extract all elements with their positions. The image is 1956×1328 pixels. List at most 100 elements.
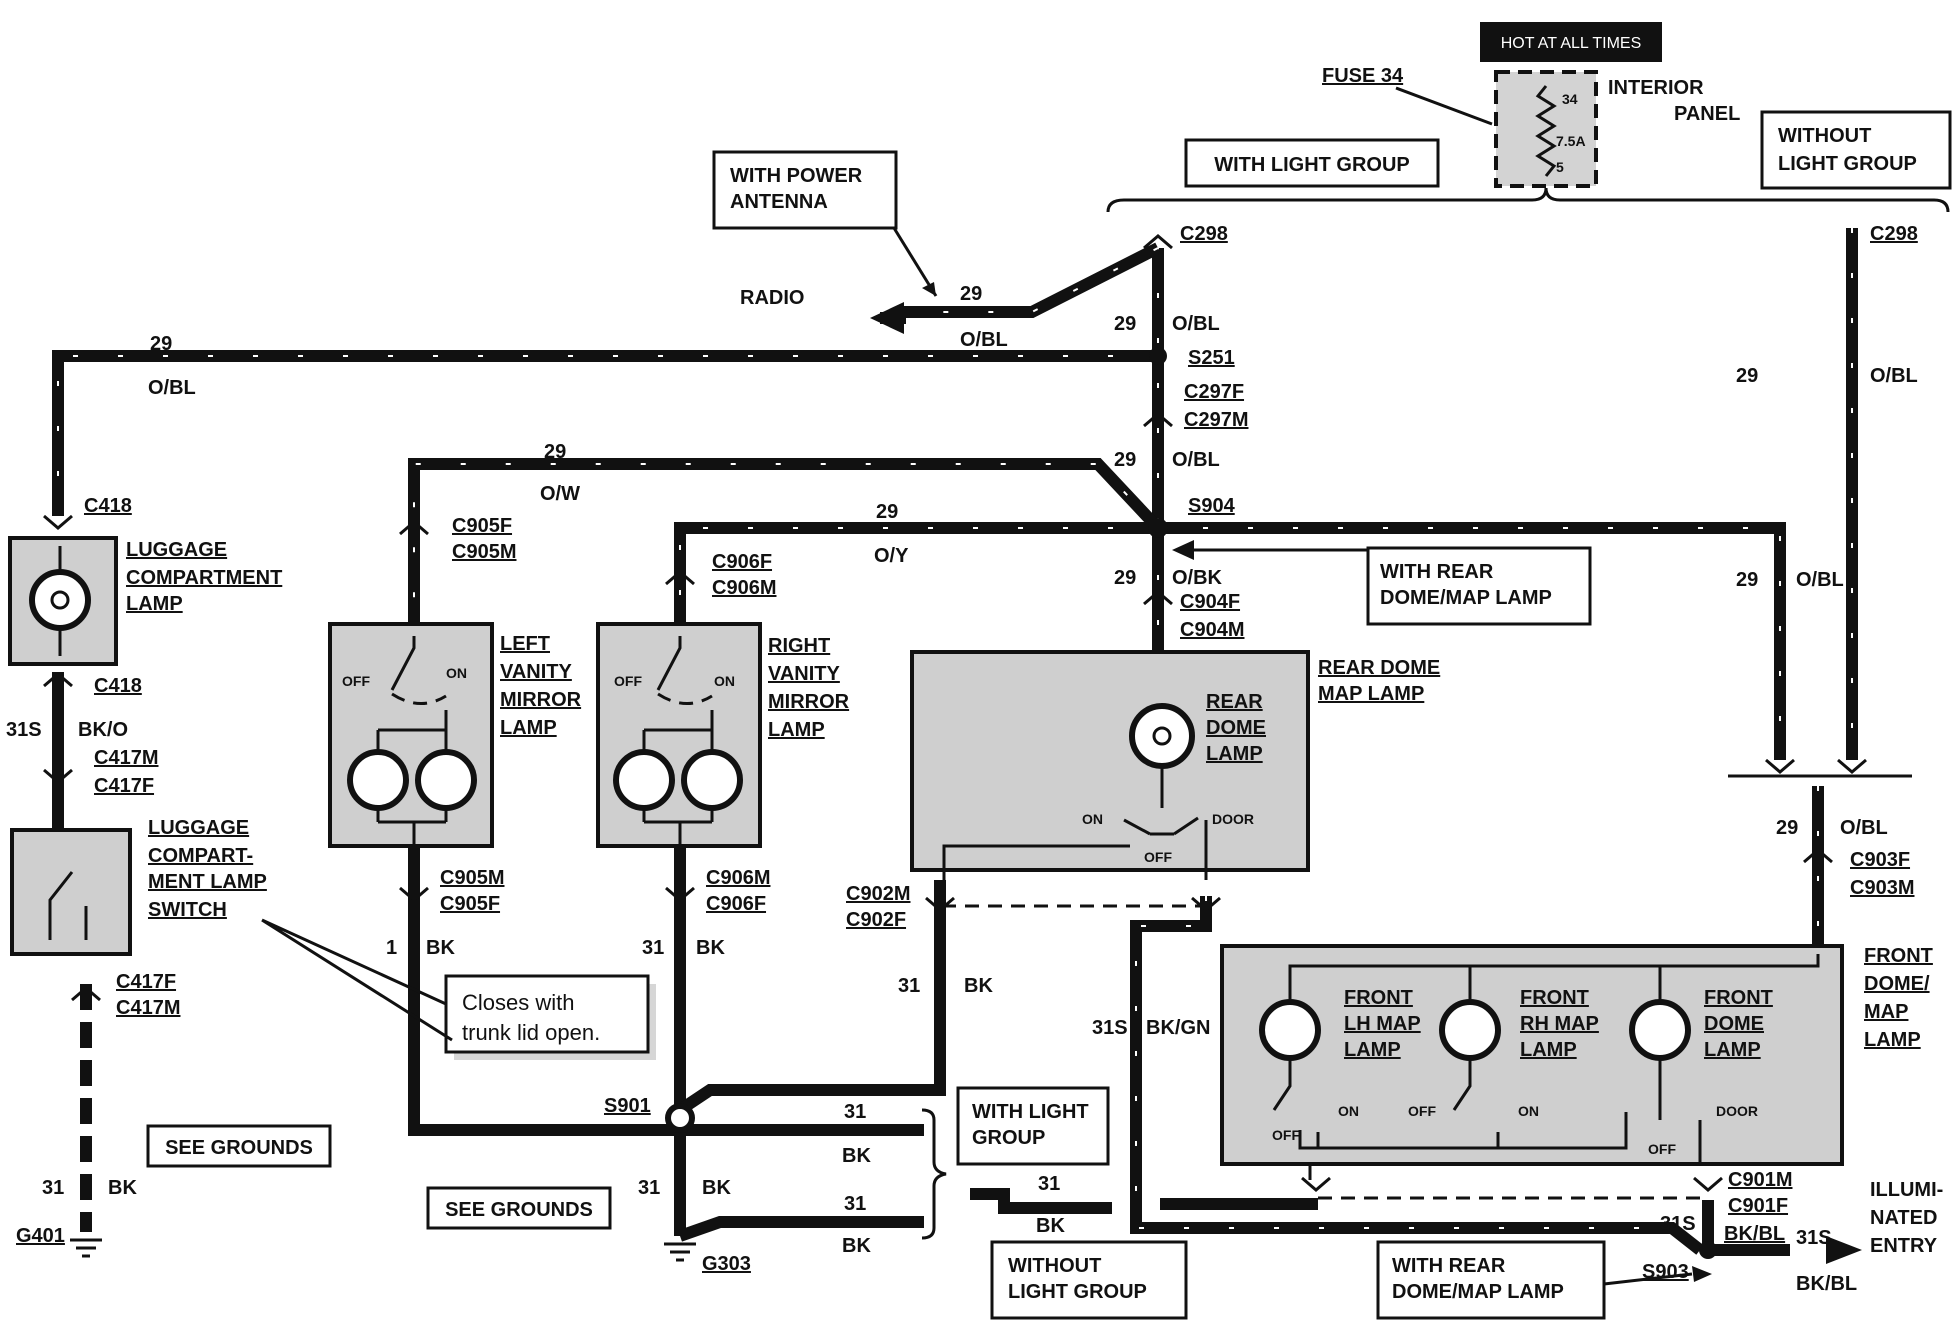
- svg-text:ON: ON: [714, 673, 735, 689]
- svg-text:O/BL: O/BL: [148, 377, 196, 399]
- splice-s904: [1148, 518, 1168, 538]
- svg-text:DOOR: DOOR: [1716, 1103, 1758, 1119]
- see-grounds-label-2: SEE GROUNDS: [445, 1199, 593, 1221]
- without-light-group-box-top: [1760, 110, 1952, 190]
- svg-text:ON: ON: [446, 665, 467, 681]
- without-light-group-label-top-2: LIGHT GROUP: [1778, 153, 1917, 175]
- svg-text:MAP LAMP: MAP LAMP: [1318, 683, 1424, 705]
- wires: [52, 228, 1858, 1256]
- svg-text:31: 31: [844, 1101, 866, 1123]
- svg-text:LAMP: LAMP: [1520, 1039, 1577, 1061]
- with-light-group-label-bottom-1: WITH LIGHT: [972, 1101, 1089, 1123]
- svg-text:31S: 31S: [1092, 1017, 1128, 1039]
- svg-text:O/BL: O/BL: [1870, 365, 1918, 387]
- svg-text:29: 29: [1114, 313, 1136, 335]
- svg-text:ON: ON: [1518, 1103, 1539, 1119]
- svg-text:29: 29: [150, 333, 172, 355]
- see-grounds-label-1: SEE GROUNDS: [165, 1137, 313, 1159]
- svg-text:C417F: C417F: [94, 775, 154, 797]
- svg-text:C902M: C902M: [846, 883, 910, 905]
- svg-text:OFF: OFF: [1408, 1103, 1436, 1119]
- svg-text:LAMP: LAMP: [768, 719, 825, 741]
- svg-text:31: 31: [1038, 1173, 1060, 1195]
- svg-text:SWITCH: SWITCH: [148, 899, 227, 921]
- svg-text:LH MAP: LH MAP: [1344, 1013, 1421, 1035]
- svg-text:REAR DOME: REAR DOME: [1318, 657, 1440, 679]
- right-vanity-mirror-lamp: [596, 622, 762, 848]
- fuse-amp-label: 7.5A: [1556, 133, 1586, 149]
- svg-text:RH MAP: RH MAP: [1520, 1013, 1599, 1035]
- luggage-lamp-bulb-icon: [29, 569, 91, 631]
- svg-text:BK/GN: BK/GN: [1146, 1017, 1210, 1039]
- fuse-leader-line: [1395, 86, 1493, 126]
- svg-text:C904M: C904M: [1180, 619, 1244, 641]
- svg-text:29: 29: [1114, 449, 1136, 471]
- svg-text:29: 29: [1736, 365, 1758, 387]
- ground-icon: [70, 1238, 696, 1262]
- right-vanity-bulb-1-icon: [613, 749, 675, 811]
- with-rear-dome-arrow-bottom: [1692, 1266, 1712, 1282]
- svg-text:LAMP: LAMP: [126, 593, 183, 615]
- svg-text:BK: BK: [1036, 1215, 1065, 1237]
- with-rear-dome-arrow-top: [1172, 540, 1194, 560]
- svg-text:1: 1: [386, 937, 397, 959]
- fuse-34: [1494, 70, 1598, 188]
- with-rear-dome-label-bottom-2: DOME/MAP LAMP: [1392, 1281, 1564, 1303]
- svg-text:BK/BL: BK/BL: [1796, 1273, 1857, 1295]
- svg-text:BK: BK: [842, 1145, 871, 1167]
- closes-note-box: [444, 974, 650, 1054]
- svg-text:29: 29: [1114, 567, 1136, 589]
- svg-text:LAMP: LAMP: [1704, 1039, 1761, 1061]
- svg-text:S903: S903: [1642, 1261, 1689, 1283]
- svg-text:C905M: C905M: [452, 541, 516, 563]
- svg-text:O/Y: O/Y: [874, 545, 909, 567]
- front-dome-bulb-icon: [1629, 999, 1691, 1061]
- svg-text:NATED: NATED: [1870, 1207, 1937, 1229]
- svg-text:S901: S901: [604, 1095, 651, 1117]
- svg-text:OFF: OFF: [1648, 1141, 1676, 1157]
- svg-text:31: 31: [898, 975, 920, 997]
- svg-text:LEFT: LEFT: [500, 633, 550, 655]
- without-light-group-label-bottom-1: WITHOUT: [1008, 1255, 1101, 1277]
- svg-text:RIGHT: RIGHT: [768, 635, 830, 657]
- svg-text:29: 29: [960, 283, 982, 305]
- with-power-antenna-box: [712, 150, 898, 230]
- svg-text:MAP: MAP: [1864, 1001, 1908, 1023]
- front-rh-map-bulb-icon: [1439, 999, 1501, 1061]
- svg-text:O/BL: O/BL: [1172, 449, 1220, 471]
- svg-text:DOME/: DOME/: [1864, 973, 1930, 995]
- without-light-group-box-bottom: [990, 1240, 1188, 1320]
- closes-note-line-1: Closes with: [462, 990, 574, 1015]
- fuse-label: FUSE 34: [1322, 65, 1404, 87]
- without-light-group-label-top-1: WITHOUT: [1778, 125, 1871, 147]
- svg-text:31: 31: [638, 1177, 660, 1199]
- svg-text:LAMP: LAMP: [1206, 743, 1263, 765]
- svg-text:BK/BL: BK/BL: [1724, 1223, 1785, 1245]
- svg-text:OFF: OFF: [1272, 1127, 1300, 1143]
- rear-dome-map-lamp: [910, 650, 1310, 872]
- with-light-group-label-top: WITH LIGHT GROUP: [1214, 154, 1410, 176]
- svg-text:O/W: O/W: [540, 483, 580, 505]
- svg-text:O/BL: O/BL: [1796, 569, 1844, 591]
- component-labels: LUGGAGE COMPARTMENT LAMP LUGGAGE COMPART…: [126, 539, 1943, 1257]
- svg-text:C906F: C906F: [712, 551, 772, 573]
- svg-text:C902F: C902F: [846, 909, 906, 931]
- svg-text:FRONT: FRONT: [1704, 987, 1773, 1009]
- svg-text:31: 31: [844, 1193, 866, 1215]
- right-vanity-bulb-2-icon: [681, 749, 743, 811]
- svg-text:C904F: C904F: [1180, 591, 1240, 613]
- svg-text:C906F: C906F: [706, 893, 766, 915]
- svg-text:BK: BK: [964, 975, 993, 997]
- splice-s903: [1699, 1241, 1717, 1259]
- svg-text:OFF: OFF: [342, 673, 370, 689]
- svg-text:C417M: C417M: [94, 747, 158, 769]
- svg-text:C297M: C297M: [1184, 409, 1248, 431]
- svg-text:C417M: C417M: [116, 997, 180, 1019]
- svg-text:O/BL: O/BL: [1840, 817, 1888, 839]
- svg-text:C297F: C297F: [1184, 381, 1244, 403]
- svg-text:O/BL: O/BL: [1172, 313, 1220, 335]
- svg-text:31S: 31S: [1660, 1213, 1696, 1235]
- svg-text:OFF: OFF: [1144, 849, 1172, 865]
- svg-text:ON: ON: [1338, 1103, 1359, 1119]
